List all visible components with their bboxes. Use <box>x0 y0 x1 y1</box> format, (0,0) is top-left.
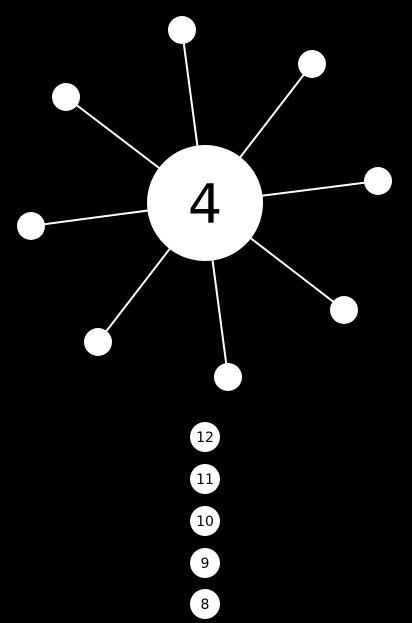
queued-pin: 8 <box>190 589 220 619</box>
queued-pin-number: 11 <box>196 472 214 488</box>
pin-head <box>298 50 326 78</box>
pin-head <box>168 16 196 44</box>
queued-pin-number: 12 <box>196 430 214 446</box>
queued-pin: 9 <box>190 548 220 578</box>
rotating-wheel: 4 <box>17 16 392 391</box>
pin-head <box>214 363 242 391</box>
queued-pin-number: 9 <box>201 556 210 572</box>
pin-head <box>52 83 80 111</box>
pin-head <box>17 212 45 240</box>
pin-queue: 12 11 10 9 8 <box>190 422 220 619</box>
level-number: 4 <box>188 173 222 236</box>
wheel-core[interactable] <box>147 145 263 261</box>
queued-pin-number: 10 <box>196 514 214 530</box>
pin-head <box>364 167 392 195</box>
queued-pin: 11 <box>190 464 220 494</box>
queued-pin: 12 <box>190 422 220 452</box>
pin-head <box>330 296 358 324</box>
pin-heads <box>17 16 392 391</box>
queued-pin-number: 8 <box>201 597 210 613</box>
queued-pin: 10 <box>190 506 220 536</box>
pin-head <box>84 328 112 356</box>
